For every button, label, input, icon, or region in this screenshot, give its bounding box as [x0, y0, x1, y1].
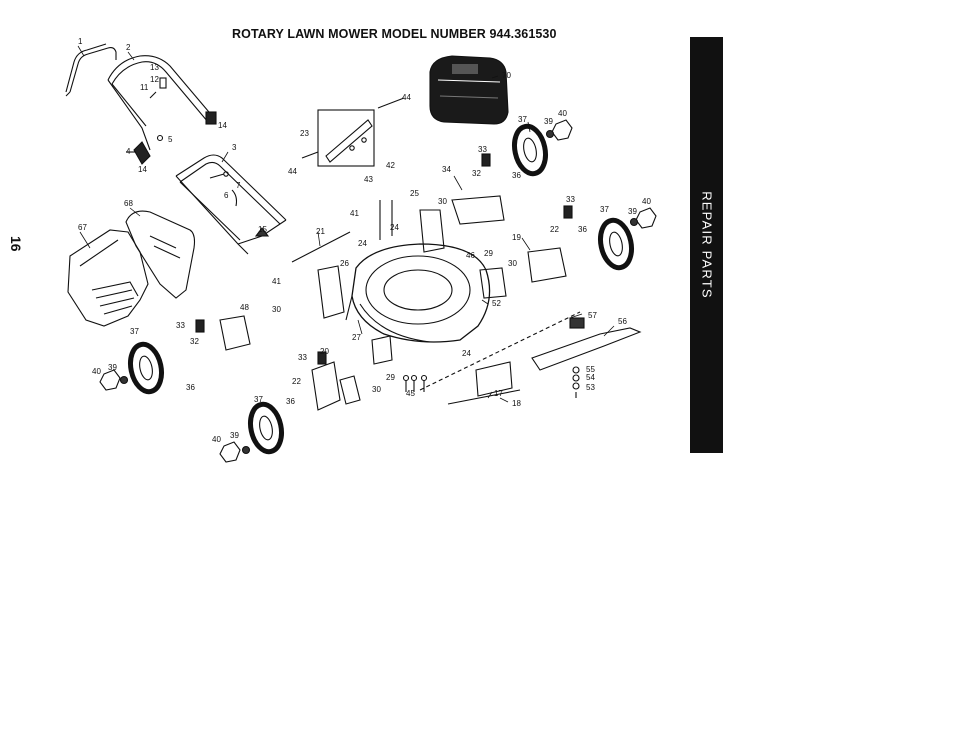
callout-c24c: 24 — [390, 223, 399, 232]
wheel-front-left — [248, 401, 284, 455]
callout-c27: 27 — [352, 333, 361, 342]
height-springs — [195, 153, 573, 365]
callout-c12: 12 — [150, 75, 159, 84]
callout-c39a: 39 — [108, 363, 117, 372]
height-adjuster-detail — [301, 97, 405, 167]
callout-c40b: 40 — [212, 435, 221, 444]
callout-c37a: 37 — [130, 327, 139, 336]
callout-c44b: 44 — [288, 167, 297, 176]
callout-c22b: 22 — [550, 225, 559, 234]
callout-c22a: 22 — [292, 377, 301, 386]
callout-c33c: 33 — [478, 145, 487, 154]
callout-c40a: 40 — [92, 367, 101, 376]
callout-c18: 18 — [512, 399, 521, 408]
repair-parts-tab: REPAIR PARTS — [690, 37, 723, 453]
callout-c36b: 36 — [286, 397, 295, 406]
callout-c36a: 36 — [186, 383, 195, 392]
grass-catcher — [67, 210, 196, 327]
callout-c24a: 24 — [358, 239, 367, 248]
callout-c11: 11 — [140, 83, 149, 92]
callout-c39d: 39 — [628, 207, 637, 216]
callout-c55: 55 — [586, 365, 595, 374]
callout-c67: 67 — [78, 223, 87, 232]
callout-c30a: 30 — [272, 305, 281, 314]
callout-c25: 25 — [410, 189, 419, 198]
callout-c33b: 33 — [298, 353, 307, 362]
callout-c29a: 29 — [386, 373, 395, 382]
engine — [429, 55, 509, 125]
callout-c41a: 41 — [350, 209, 359, 218]
callout-c53: 53 — [586, 383, 595, 392]
callout-c36c: 36 — [512, 171, 521, 180]
callout-c56: 56 — [618, 317, 627, 326]
callout-c37d: 37 — [600, 205, 609, 214]
callout-c39b: 39 — [230, 431, 239, 440]
callout-c52: 52 — [492, 299, 501, 308]
callout-c29b: 29 — [484, 249, 493, 258]
wheel-rear-right — [512, 123, 548, 177]
middle-handle — [107, 55, 217, 151]
callout-c30d: 30 — [438, 197, 447, 206]
callout-c14b: 14 — [138, 165, 147, 174]
callout-c17: 17 — [494, 389, 503, 398]
callout-c5: 5 — [168, 135, 173, 144]
callout-c37b: 37 — [254, 395, 263, 404]
mower-deck — [345, 200, 491, 343]
handle-hardware — [126, 77, 270, 237]
callout-c36d: 36 — [578, 225, 587, 234]
callout-c2: 2 — [126, 43, 131, 52]
callout-c19: 19 — [512, 233, 521, 242]
wheel-front-right — [598, 217, 634, 271]
callout-labels: 1234567111213141415171819202122222324242… — [78, 37, 651, 444]
page-title: ROTARY LAWN MOWER MODEL NUMBER 944.36153… — [232, 27, 557, 41]
callout-c48: 48 — [240, 303, 249, 312]
callout-c40c: 40 — [558, 109, 567, 118]
callout-c4: 4 — [126, 147, 131, 156]
callout-c68: 68 — [124, 199, 133, 208]
callout-c7: 7 — [236, 181, 241, 190]
callout-c26: 26 — [340, 259, 349, 268]
leader-lines — [77, 45, 615, 403]
callout-c21: 21 — [316, 227, 325, 236]
callout-c43: 43 — [364, 175, 373, 184]
callout-c32a: 32 — [190, 337, 199, 346]
wheel-rear-left — [128, 341, 164, 395]
callout-c14a: 14 — [218, 121, 227, 130]
callout-c30c: 30 — [508, 259, 517, 268]
callout-c3: 3 — [232, 143, 237, 152]
callout-c39c: 39 — [544, 117, 553, 126]
callout-c70: 70 — [502, 71, 511, 80]
callout-c40d: 40 — [642, 197, 651, 206]
callout-c33d: 33 — [566, 195, 575, 204]
callout-c23: 23 — [300, 129, 309, 138]
upper-handle — [65, 43, 117, 97]
lower-handle — [175, 154, 287, 255]
hubcaps — [99, 119, 657, 463]
callout-c13: 13 — [150, 63, 159, 72]
callout-c54: 54 — [586, 373, 595, 382]
baffle-bracket — [402, 361, 521, 405]
callout-c20: 20 — [320, 347, 329, 356]
callout-c37c: 37 — [518, 115, 527, 124]
callout-c32b: 32 — [472, 169, 481, 178]
blade-assembly — [419, 311, 642, 398]
callout-c45: 45 — [406, 389, 415, 398]
axle-brackets — [219, 195, 567, 411]
callout-c15: 15 — [258, 225, 267, 234]
callout-c6: 6 — [224, 191, 229, 200]
callout-c57: 57 — [588, 311, 597, 320]
callout-c34: 34 — [442, 165, 451, 174]
callout-c33a: 33 — [176, 321, 185, 330]
callout-c1: 1 — [78, 37, 83, 46]
callout-c41b: 41 — [272, 277, 281, 286]
callout-c24b: 24 — [462, 349, 471, 358]
callout-c44a: 44 — [402, 93, 411, 102]
callout-c42: 42 — [386, 161, 395, 170]
callout-c30b: 30 — [372, 385, 381, 394]
callout-c46: 46 — [466, 251, 475, 260]
